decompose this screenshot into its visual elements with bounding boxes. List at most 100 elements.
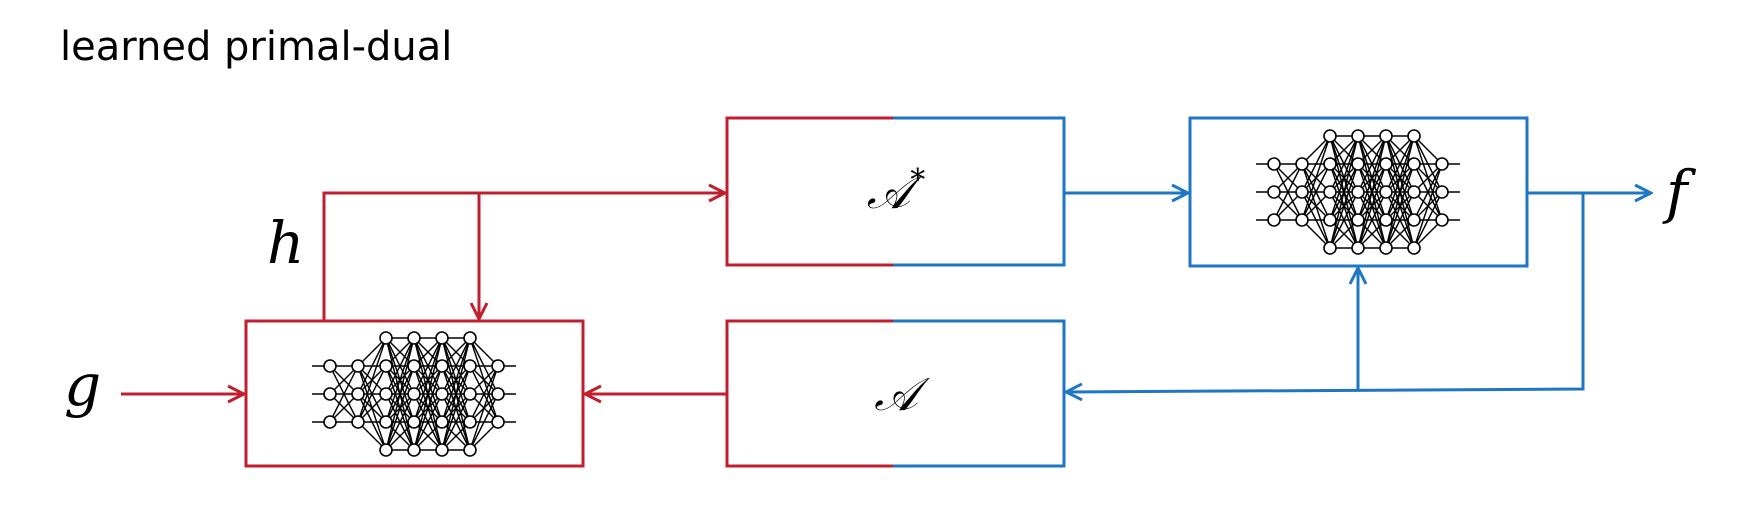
network-node — [1295, 185, 1309, 199]
network-edge — [385, 337, 415, 451]
network-edge — [469, 365, 499, 423]
network-node — [1407, 157, 1421, 171]
network-edge — [413, 337, 443, 395]
network-node — [379, 415, 393, 429]
network-node — [1351, 185, 1365, 199]
network-node — [463, 387, 477, 401]
network-node — [1351, 213, 1365, 227]
network-node — [1351, 157, 1365, 171]
network-node — [1407, 185, 1421, 199]
network-node — [351, 387, 365, 401]
network-edge — [357, 365, 387, 423]
network-edge — [357, 337, 387, 423]
network-edge — [1385, 163, 1415, 249]
network-node — [1351, 129, 1365, 143]
network-node — [463, 359, 477, 373]
network-node — [1379, 185, 1393, 199]
g-label: g — [64, 351, 101, 419]
network-edge — [413, 393, 443, 451]
network-node — [351, 359, 365, 373]
network-edge — [441, 337, 471, 423]
network-node — [463, 443, 477, 457]
network-node — [1323, 241, 1337, 255]
primal-network-icon — [1256, 129, 1460, 255]
network-node — [379, 331, 393, 345]
network-edge — [1413, 163, 1443, 221]
network-node — [323, 415, 337, 429]
network-node — [435, 359, 449, 373]
network-node — [407, 443, 421, 457]
network-edge — [1357, 163, 1387, 249]
network-edge — [1357, 135, 1387, 249]
network-edge — [1385, 135, 1415, 221]
network-edge — [329, 365, 359, 423]
network-node — [1351, 241, 1365, 255]
network-node — [1267, 157, 1281, 171]
network-node — [407, 331, 421, 345]
f-to-forward-arrow — [1066, 193, 1585, 392]
network-node — [491, 415, 505, 429]
network-edge — [357, 337, 387, 395]
network-node — [323, 387, 337, 401]
network-node — [1323, 213, 1337, 227]
network-edge — [469, 393, 499, 451]
network-node — [1407, 213, 1421, 227]
network-edge — [413, 337, 443, 451]
network-edge — [1329, 163, 1359, 249]
f-label: f — [1662, 158, 1697, 226]
network-edge — [441, 393, 471, 451]
network-edge — [1413, 163, 1443, 249]
network-node — [379, 443, 393, 457]
network-node — [1435, 213, 1449, 227]
network-node — [323, 359, 337, 373]
network-edge — [385, 365, 415, 451]
network-node — [407, 415, 421, 429]
network-edge — [441, 337, 471, 451]
network-node — [1323, 157, 1337, 171]
network-node — [1407, 241, 1421, 255]
network-node — [1379, 241, 1393, 255]
adjoint-superscript: * — [910, 163, 925, 198]
network-node — [407, 387, 421, 401]
network-node — [1295, 213, 1309, 227]
network-edge — [1329, 191, 1359, 249]
network-node — [379, 359, 393, 373]
network-edge — [441, 337, 471, 395]
network-node — [1379, 129, 1393, 143]
diagram-title: learned primal-dual — [60, 24, 453, 70]
network-node — [1435, 185, 1449, 199]
network-node — [491, 387, 505, 401]
network-node — [1379, 157, 1393, 171]
network-node — [435, 331, 449, 345]
adjoint-operator-label: 𝒜* — [867, 163, 926, 219]
network-node — [379, 387, 393, 401]
network-edge — [1385, 191, 1415, 249]
network-edge — [1301, 163, 1331, 221]
network-edge — [1357, 135, 1387, 193]
network-edge — [1385, 135, 1415, 193]
network-edge — [1357, 191, 1387, 249]
network-node — [1379, 213, 1393, 227]
network-node — [435, 415, 449, 429]
network-edge — [413, 337, 443, 423]
network-edge — [1357, 135, 1387, 221]
network-edge — [1385, 135, 1415, 249]
dual-network-icon — [312, 331, 516, 457]
network-edge — [469, 365, 499, 451]
network-node — [435, 387, 449, 401]
network-edge — [385, 337, 415, 423]
network-edge — [385, 393, 415, 451]
network-node — [491, 359, 505, 373]
network-edge — [413, 365, 443, 451]
network-node — [463, 331, 477, 345]
network-edge — [441, 365, 471, 451]
network-node — [435, 443, 449, 457]
network-node — [1267, 213, 1281, 227]
network-node — [463, 415, 477, 429]
network-edge — [1273, 163, 1303, 221]
network-edge — [1329, 135, 1359, 249]
network-edge — [1329, 135, 1359, 221]
network-edge — [1329, 135, 1359, 193]
forward-operator-label: 𝒜 — [874, 367, 930, 421]
